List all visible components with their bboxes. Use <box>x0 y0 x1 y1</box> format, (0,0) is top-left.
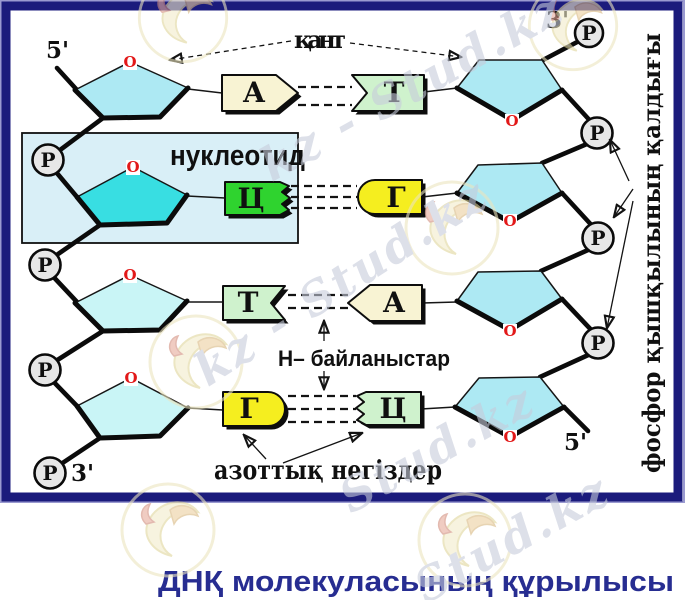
five-prime-label: 5' <box>46 37 69 64</box>
sugar-label: қант <box>294 25 346 54</box>
phosphate-groups: P P P P P P P P <box>28 17 615 490</box>
phosphate: P <box>28 248 62 282</box>
annotations: қант нуклеотид Н– байланыстар азоттық не… <box>170 25 666 486</box>
oxygen-symbol: O <box>123 266 136 284</box>
frame-outer-line <box>0 0 685 503</box>
five-prime-label: 5' <box>564 429 587 456</box>
oxygen-symbol: O <box>503 212 516 230</box>
hydrogen-bond-dashes <box>288 85 357 424</box>
diagram-frame <box>1 1 683 502</box>
phosphate-symbol: P <box>37 358 52 382</box>
phosphate: P <box>573 17 605 49</box>
hydrogen-bonds-label: Н– байланыстар <box>278 346 450 371</box>
oxygen-symbol: O <box>124 369 137 387</box>
base-adenine: А <box>347 284 426 325</box>
base-adenine: А <box>221 74 302 115</box>
base-cytosine: Ц <box>355 391 425 429</box>
oxygen-symbol: O <box>505 112 518 130</box>
base-letter: Т <box>384 76 405 109</box>
base-letter: Ц <box>379 392 406 425</box>
phosphate-symbol: P <box>590 331 605 355</box>
oxygen-symbol: O <box>503 428 516 446</box>
phosphate-symbol: P <box>581 21 596 45</box>
nitrogenous-bases-label: азоттық негіздер <box>214 456 442 486</box>
base-thymine: Т <box>351 74 428 115</box>
phosphate: P <box>581 326 615 360</box>
base-letter: Г <box>239 392 258 425</box>
phosphate: P <box>28 353 62 387</box>
base-guanine: Г <box>222 391 289 430</box>
oxygen-symbol: O <box>503 322 516 340</box>
oxygen-labels: O O O O O O O O <box>123 53 519 446</box>
phosphate-symbol: P <box>589 121 604 145</box>
phosphate: P <box>581 221 615 255</box>
phosphoric-acid-residue-label: фосфор қышқылының қалдығы <box>637 33 666 473</box>
phosphate-symbol: P <box>42 461 57 485</box>
phosphate: P <box>580 116 614 150</box>
base-thymine: Т <box>222 285 289 324</box>
figure-title: ДНҚ молекуласының құрылысы <box>158 566 674 598</box>
phosphate-symbol: P <box>40 148 55 172</box>
phosphate: P <box>31 143 65 177</box>
oxygen-symbol: O <box>123 53 136 71</box>
oxygen-symbol: O <box>126 158 139 176</box>
three-prime-label: 3' <box>71 460 94 487</box>
phosphate-symbol: P <box>37 253 52 277</box>
base-letter: Г <box>386 181 405 214</box>
base-cytosine: Ц <box>224 181 294 219</box>
base-letter: А <box>383 286 406 319</box>
nitrogenous-bases: А Т Ц Г Т А <box>221 74 428 430</box>
sugar-base-connectors <box>186 87 458 411</box>
base-letter: Ц <box>237 182 264 215</box>
sugar-pentagon <box>74 166 190 228</box>
base-letter: Т <box>238 286 259 319</box>
nucleotide-label: нуклеотид <box>170 140 305 172</box>
phosphate: P <box>33 456 67 490</box>
base-letter: А <box>243 76 266 109</box>
left-strand-sugars <box>72 61 191 441</box>
phosphate-symbol: P <box>590 226 605 250</box>
